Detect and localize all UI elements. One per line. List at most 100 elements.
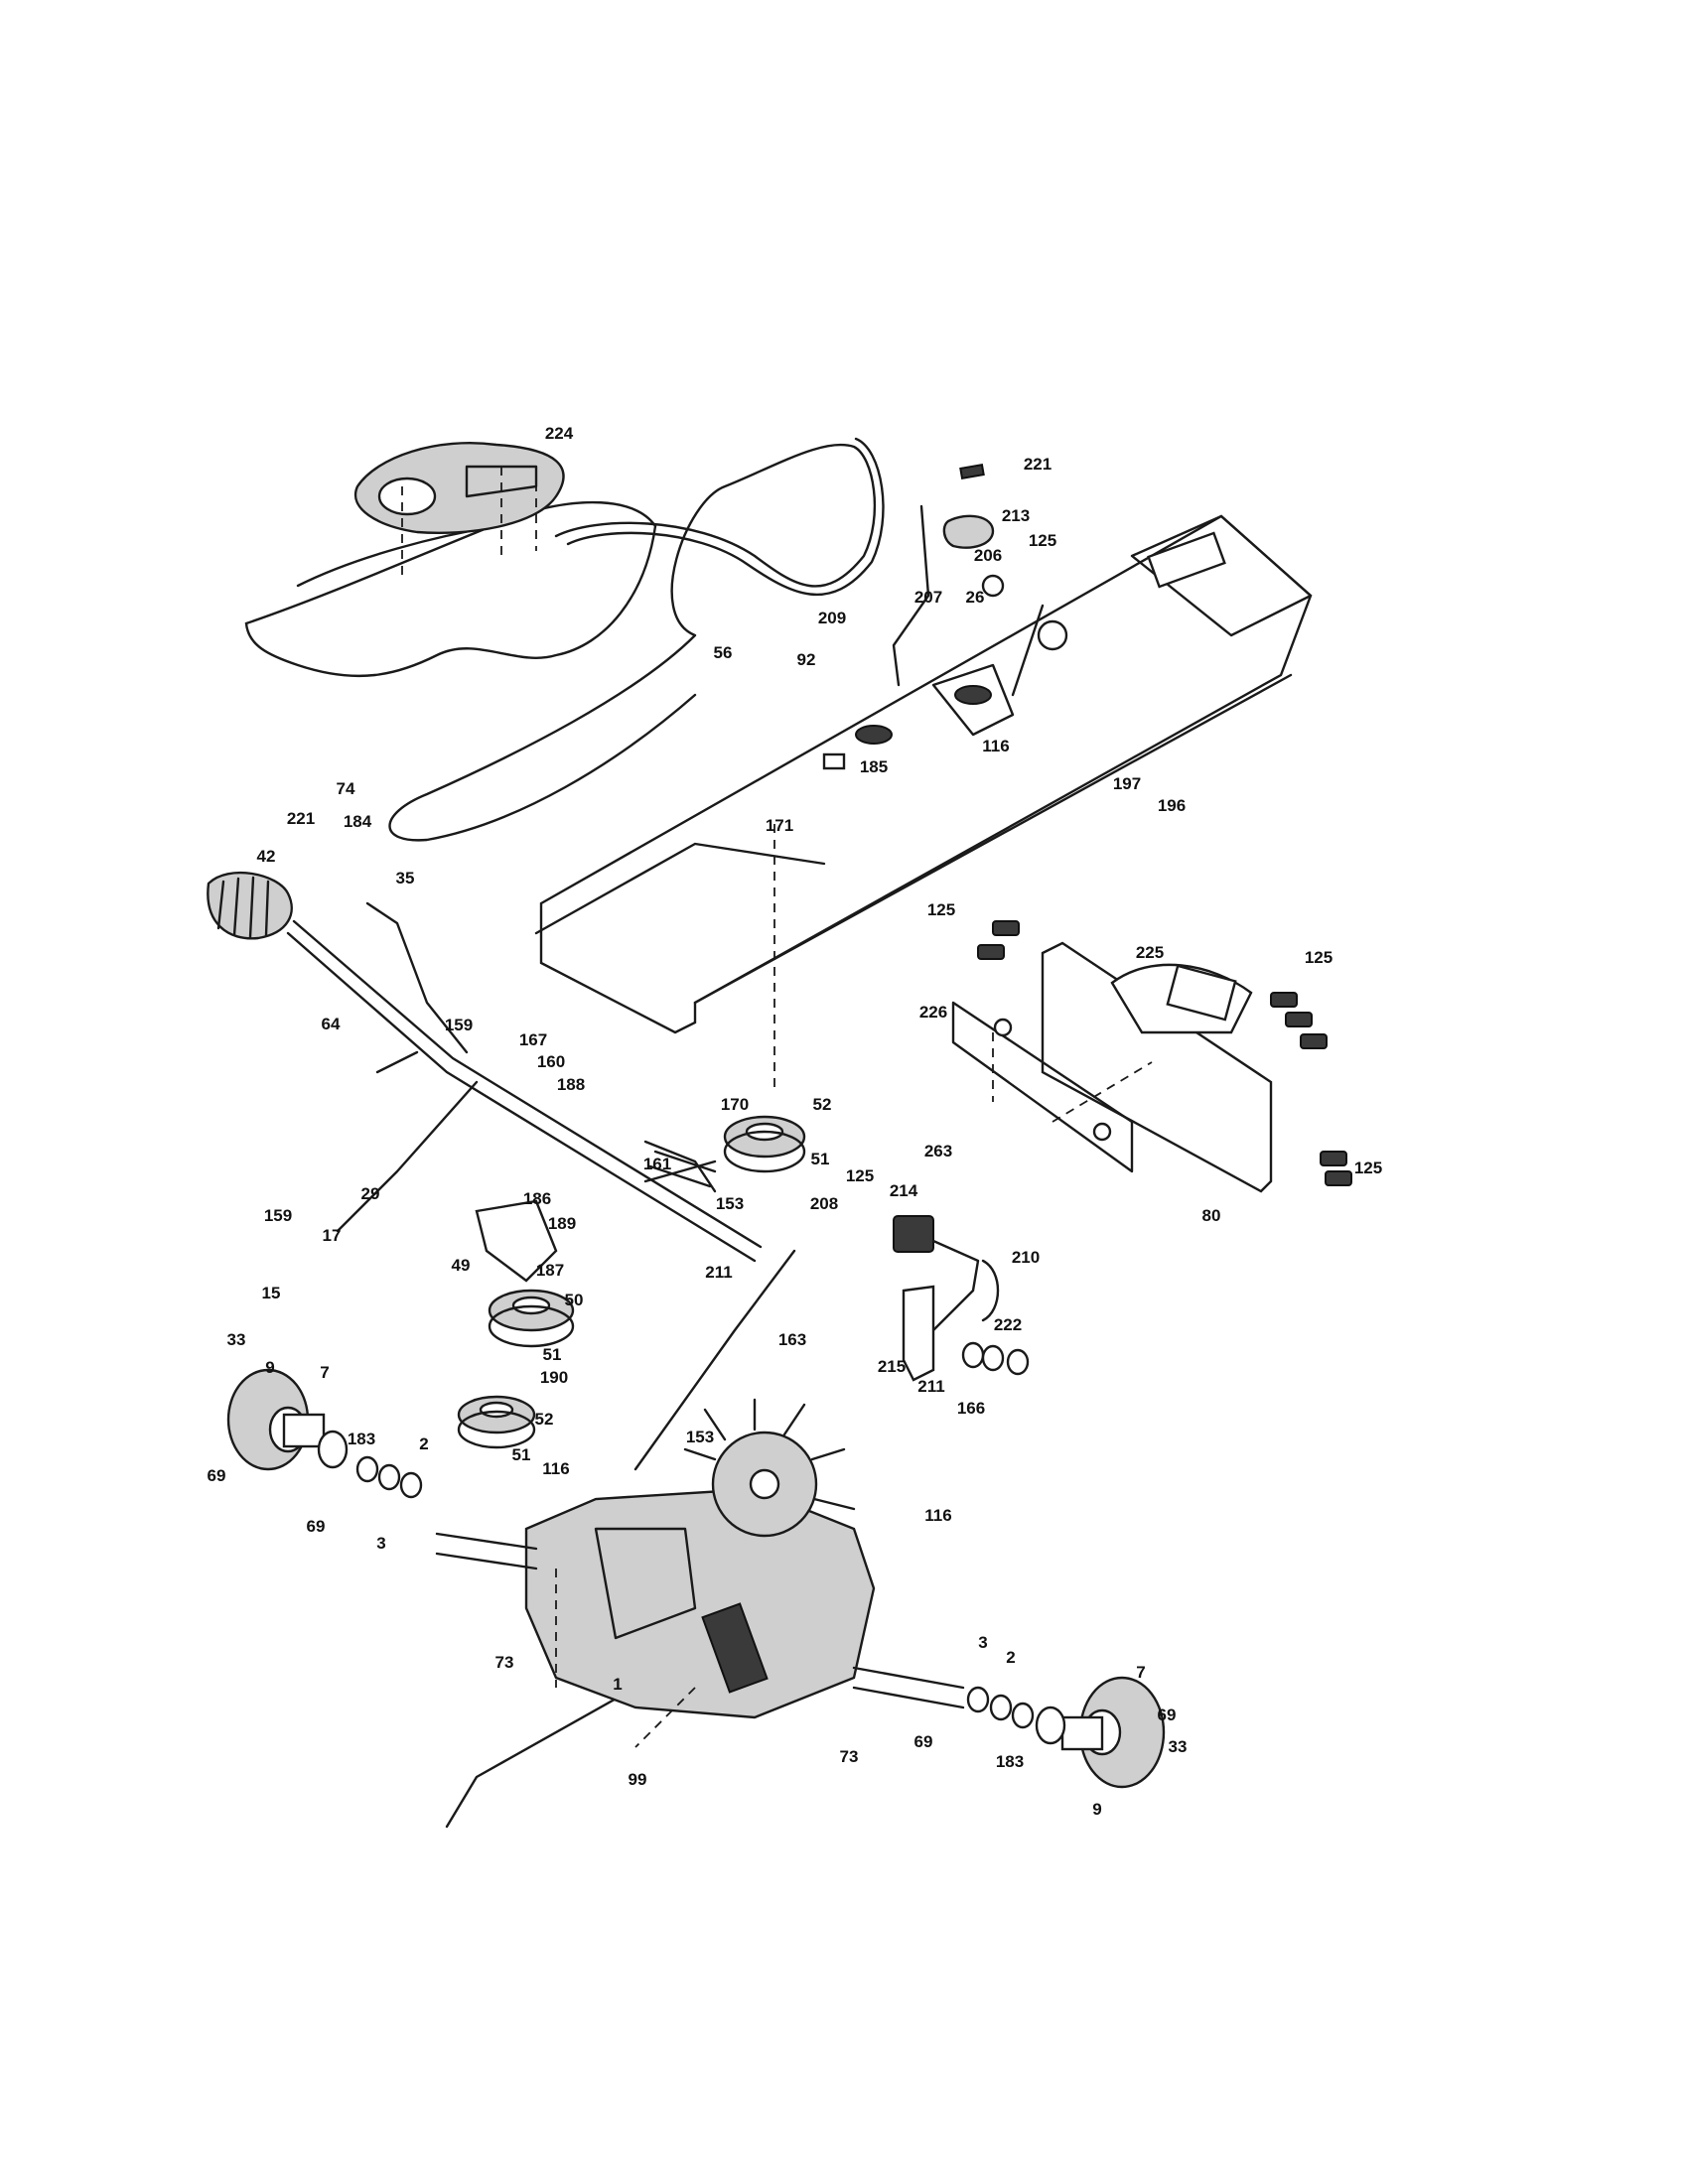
callout-170: 170	[721, 1095, 749, 1114]
hub-right	[1060, 1676, 1166, 1789]
drive-belt	[388, 437, 885, 842]
callout-50: 50	[565, 1291, 584, 1309]
callout-92: 92	[797, 650, 816, 669]
callout-221: 221	[287, 809, 315, 828]
callout-7: 7	[1136, 1663, 1145, 1682]
callout-17: 17	[323, 1226, 342, 1245]
callout-33: 33	[227, 1330, 246, 1349]
callout-125: 125	[1354, 1159, 1382, 1177]
callout-7: 7	[320, 1363, 329, 1382]
callout-163: 163	[778, 1330, 806, 1349]
callout-263: 263	[924, 1142, 952, 1160]
callout-171: 171	[766, 816, 793, 835]
callout-35: 35	[396, 869, 415, 887]
callout-167: 167	[519, 1030, 547, 1049]
callout-125: 125	[927, 900, 955, 919]
callout-64: 64	[322, 1015, 341, 1033]
callout-33: 33	[1169, 1737, 1188, 1756]
callout-74: 74	[337, 779, 355, 798]
callout-73: 73	[840, 1747, 859, 1766]
rear-bracket-assembly	[951, 941, 1273, 1193]
callout-69: 69	[307, 1517, 326, 1536]
callout-211: 211	[917, 1377, 944, 1396]
callout-2: 2	[1006, 1648, 1015, 1667]
callout-159: 159	[445, 1016, 473, 1034]
callout-210: 210	[1012, 1248, 1040, 1267]
pulley-lower	[457, 1395, 536, 1449]
callout-213: 213	[1002, 506, 1030, 525]
callout-196: 196	[1158, 796, 1186, 815]
callout-214: 214	[890, 1181, 918, 1200]
callout-1: 1	[613, 1675, 622, 1694]
callout-15: 15	[262, 1284, 281, 1302]
callout-125: 125	[1029, 531, 1056, 550]
callout-209: 209	[818, 609, 846, 627]
washers-right-shaft	[961, 1341, 1030, 1376]
callout-211: 211	[705, 1263, 732, 1282]
callout-153: 153	[716, 1194, 744, 1213]
pulley-middle	[488, 1289, 575, 1348]
pulley-upper	[723, 1115, 806, 1173]
idler-bracket-189	[475, 1199, 558, 1283]
callout-226: 226	[919, 1003, 947, 1022]
callout-197: 197	[1113, 774, 1141, 793]
callout-116: 116	[982, 737, 1009, 755]
bolt-group-125	[977, 920, 1352, 1186]
callout-116: 116	[542, 1459, 569, 1478]
callout-116: 116	[924, 1506, 951, 1525]
callout-56: 56	[714, 643, 733, 662]
callout-188: 188	[557, 1075, 585, 1094]
seat-pan	[353, 442, 565, 535]
callout-185: 185	[860, 757, 888, 776]
callout-69: 69	[1158, 1706, 1177, 1724]
callout-3: 3	[376, 1534, 385, 1553]
callout-26: 26	[966, 588, 985, 607]
callout-2: 2	[419, 1434, 428, 1453]
callout-42: 42	[257, 847, 276, 866]
callout-49: 49	[452, 1256, 471, 1275]
callout-69: 69	[208, 1466, 226, 1485]
lever-assembly	[892, 464, 1045, 737]
callout-184: 184	[344, 812, 372, 831]
callout-206: 206	[974, 546, 1002, 565]
callout-51: 51	[811, 1150, 830, 1168]
callout-80: 80	[1202, 1206, 1221, 1225]
cross-shaft	[286, 919, 763, 1263]
callout-215: 215	[878, 1357, 906, 1376]
callout-207: 207	[914, 588, 942, 607]
callout-69: 69	[914, 1732, 933, 1751]
callout-161: 161	[643, 1155, 671, 1173]
main-frame	[534, 514, 1313, 1034]
callout-3: 3	[978, 1633, 987, 1652]
callout-183: 183	[348, 1430, 375, 1448]
spacers-right	[966, 1686, 1066, 1745]
callout-221: 221	[1024, 455, 1052, 474]
callout-224: 224	[545, 424, 574, 443]
foot-pedal	[893, 1215, 1000, 1382]
callout-183: 183	[996, 1752, 1024, 1771]
callout-125: 125	[1305, 948, 1333, 967]
assembly-guides	[401, 467, 1153, 1748]
callout-159: 159	[264, 1206, 292, 1225]
callout-208: 208	[810, 1194, 838, 1213]
callout-187: 187	[536, 1261, 564, 1280]
callout-186: 186	[523, 1189, 551, 1208]
callout-189: 189	[548, 1214, 576, 1233]
callout-9: 9	[265, 1358, 274, 1377]
handle-grip	[207, 871, 293, 940]
callout-99: 99	[629, 1770, 647, 1789]
spacers-left	[317, 1430, 423, 1499]
callout-225: 225	[1136, 943, 1164, 962]
callout-52: 52	[813, 1095, 832, 1114]
callout-222: 222	[994, 1315, 1022, 1334]
callout-9: 9	[1092, 1800, 1101, 1819]
callout-160: 160	[537, 1052, 565, 1071]
callout-125: 125	[846, 1166, 874, 1185]
callout-52: 52	[535, 1410, 554, 1429]
transaxle	[435, 1398, 965, 1719]
callout-153: 153	[686, 1428, 714, 1446]
callout-51: 51	[512, 1445, 531, 1464]
